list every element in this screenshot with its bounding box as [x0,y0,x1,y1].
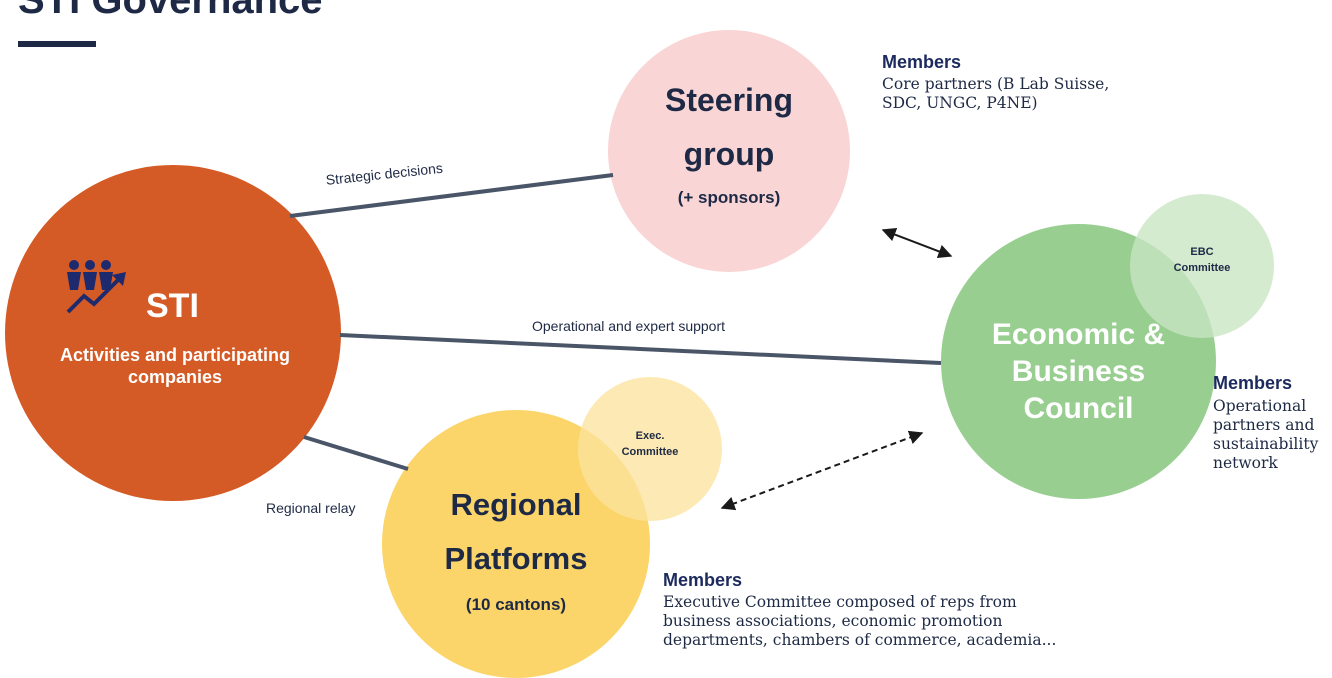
steering-sub: (+ sponsors) [677,188,781,207]
operational-support-label: Operational and expert support [532,318,726,334]
steering-economic-arrow [881,227,953,259]
sti-subtitle: Activities and participating companies [59,345,291,387]
economic-line1: Economic & [991,318,1166,351]
steering-line1: Steering [664,82,794,118]
ebc-line1: EBC [1190,246,1214,258]
regional-economic-dashed-arrow [720,430,924,511]
economic-members-heading: Members [1213,373,1293,393]
economic-members-line3: sustainability [1213,435,1319,453]
steering-members-line2: SDC, UNGC, P4NE) [882,94,1038,112]
sti-title: STI [146,287,199,325]
exec-line1: Exec. [635,430,665,442]
steering-line2: group [683,136,775,172]
regional-relay-label: Regional relay [266,500,356,516]
page-title: STI Governance [18,0,323,22]
title-underline [18,41,96,47]
exec-committee-circle[interactable] [578,377,722,521]
regional-relay-connector [303,435,409,471]
exec-line2: Committee [621,446,679,458]
regional-sub: (10 cantons) [465,595,567,614]
regional-line1: Regional [450,487,582,522]
economic-members-line1: Operational [1213,397,1307,415]
people-growth-icon [64,258,136,316]
ebc-line2: Committee [1173,262,1231,274]
economic-line2: Business [1011,355,1146,388]
regional-members-line1: Executive Committee composed of reps fro… [663,593,1017,611]
regional-members-line3: departments, chambers of commerce, acade… [663,631,1057,649]
steering-members-line1: Core partners (B Lab Suisse, [882,75,1110,93]
regional-line2: Platforms [444,541,588,576]
steering-members-heading: Members [882,52,962,72]
economic-members-line4: network [1213,454,1278,472]
ebc-committee-circle[interactable] [1130,194,1274,338]
regional-members-heading: Members [663,570,743,590]
economic-members-line2: partners and [1213,416,1315,434]
sti-circle[interactable] [5,165,341,501]
operational-support-connector [339,333,942,365]
strategic-decisions-connector [289,173,614,218]
economic-line3: Council [1023,392,1134,425]
regional-members-line2: business associations, economic promotio… [663,612,1003,630]
steering-group-circle[interactable] [608,30,850,272]
